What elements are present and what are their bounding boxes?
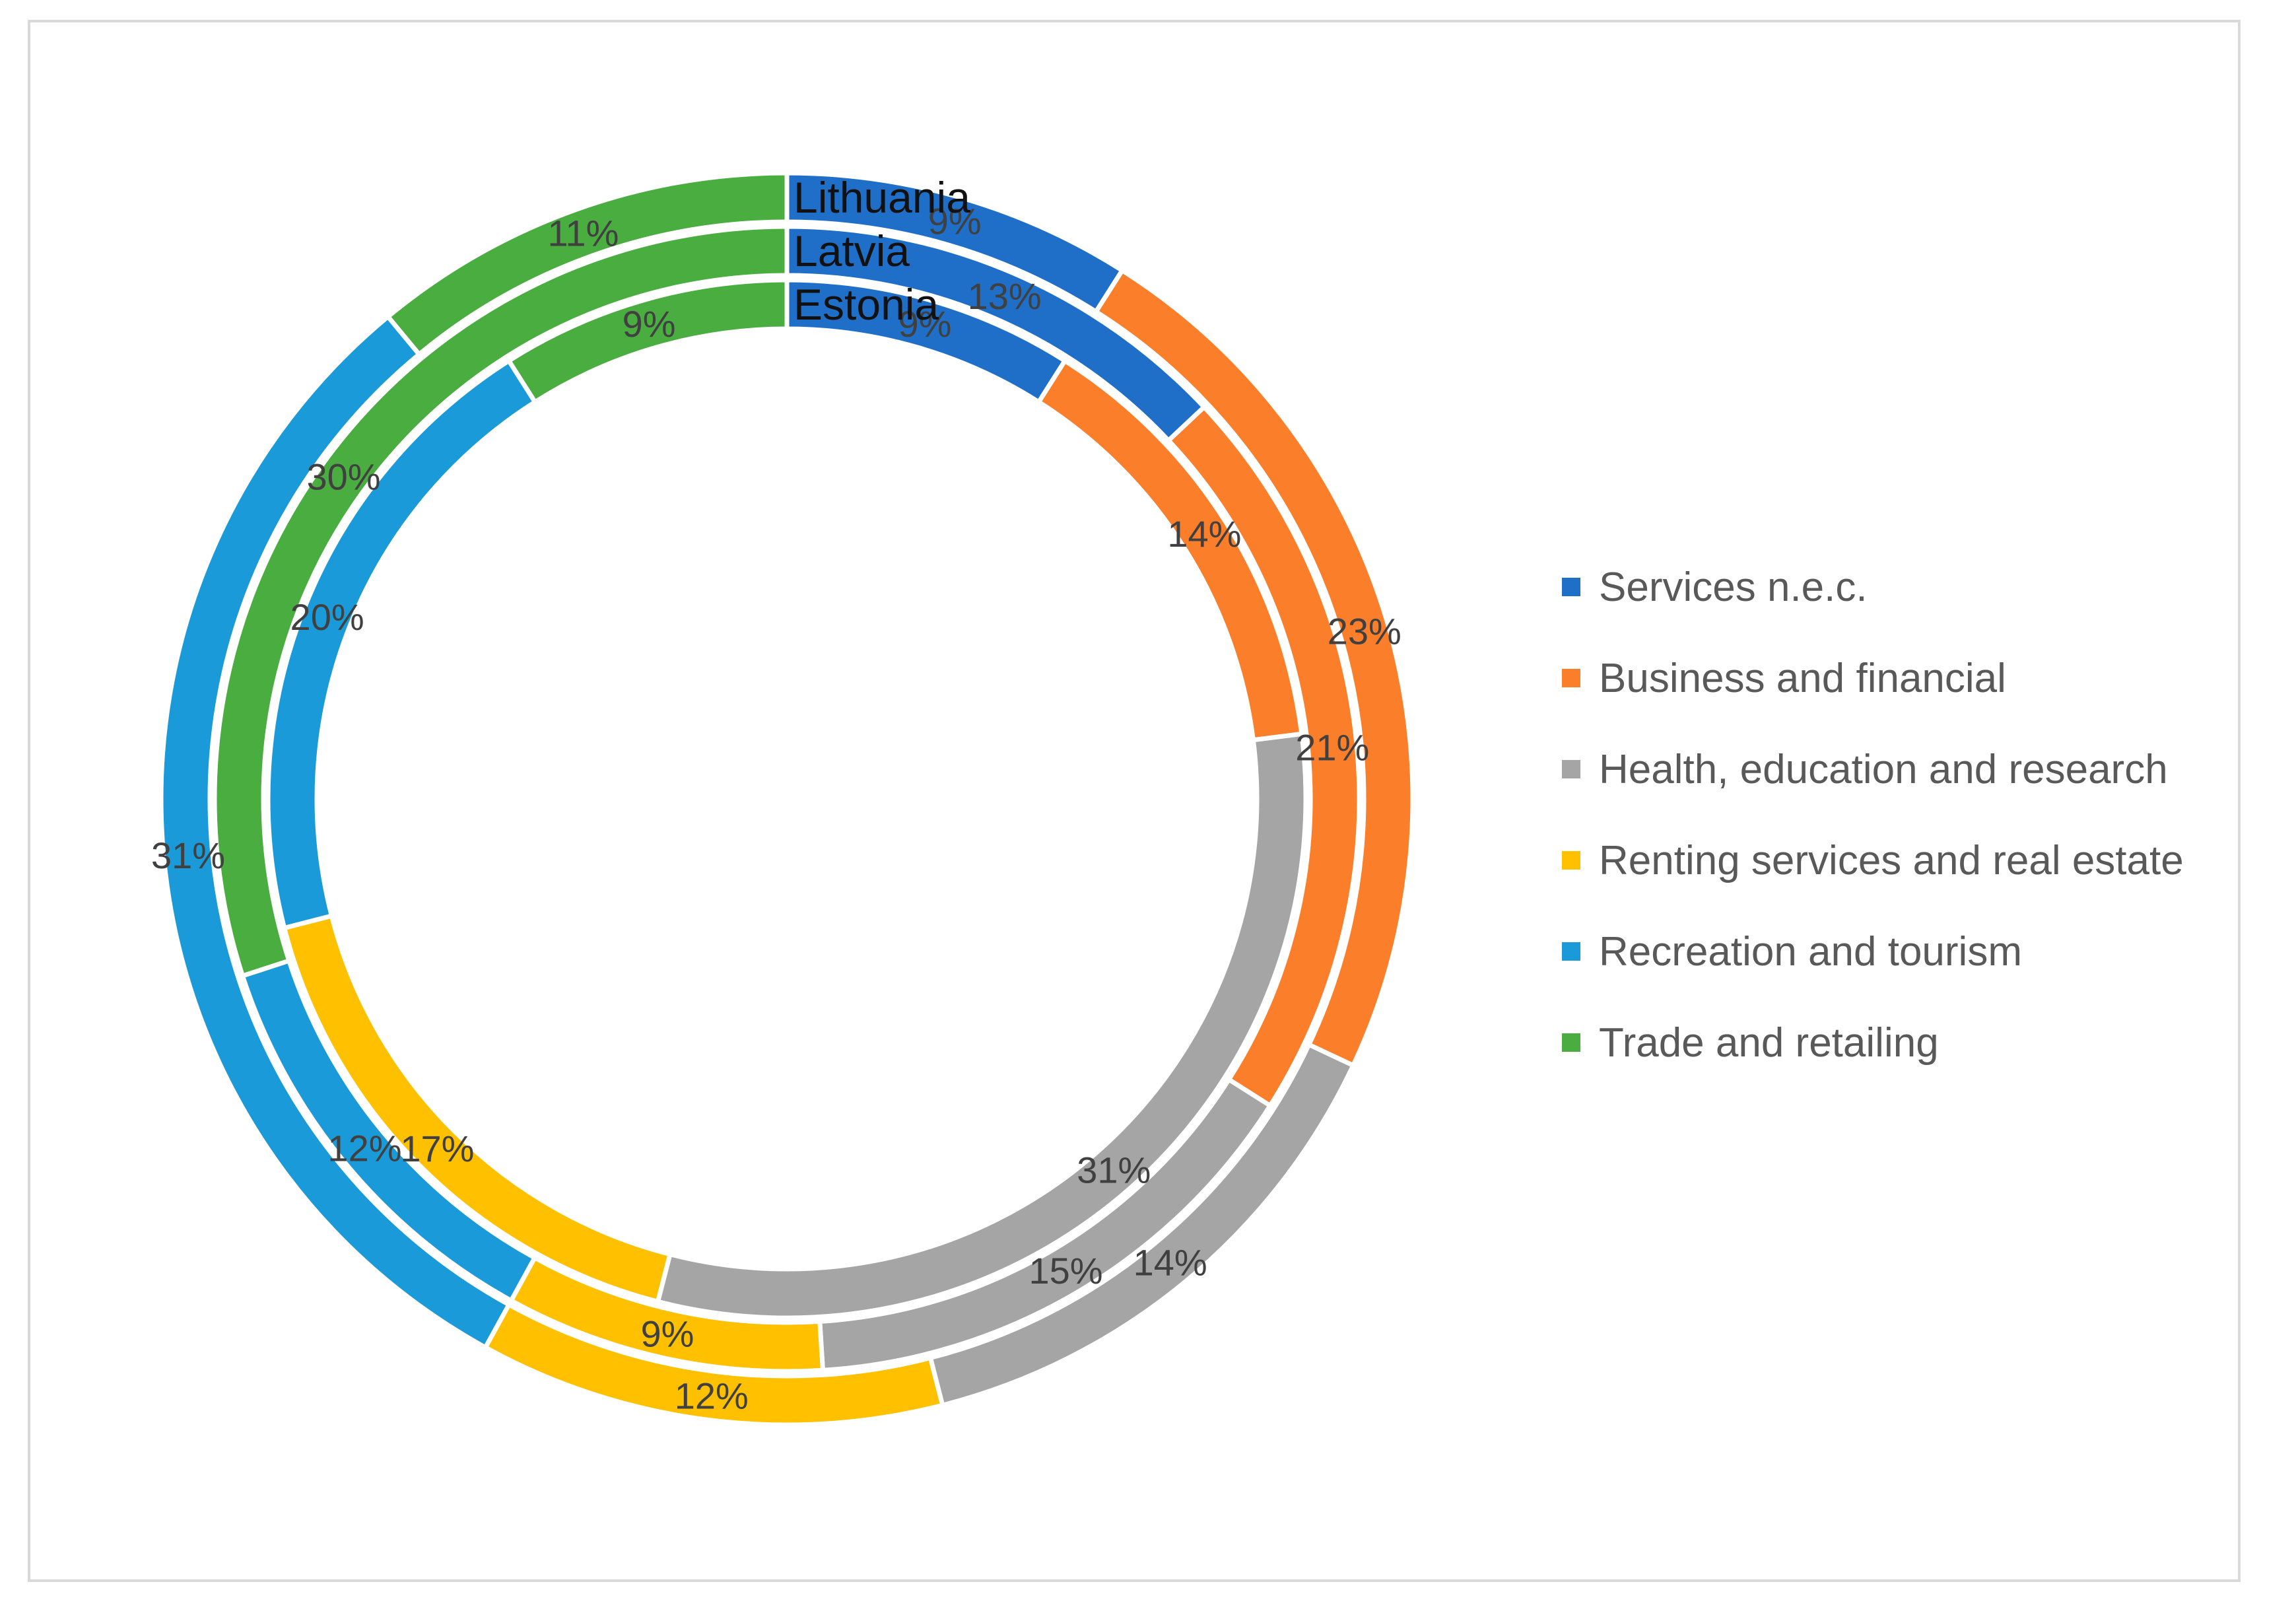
donut-segment-estonia-5 — [506, 277, 790, 405]
pct-label-estonia-4: 20% — [290, 596, 364, 638]
legend-swatch-trade — [1562, 1033, 1580, 1052]
pct-label-latvia-5: 30% — [306, 456, 380, 498]
legend-swatch-renting — [1562, 851, 1580, 870]
pct-label-estonia-5: 9% — [623, 303, 676, 345]
pct-label-estonia-0: 9% — [898, 303, 951, 345]
legend-label: Trade and retailing — [1599, 1019, 1939, 1066]
donut-segment-latvia-5 — [212, 224, 790, 979]
pct-label-latvia-4: 12% — [327, 1128, 401, 1169]
legend-label: Renting services and real estate — [1599, 837, 2184, 883]
legend-item-recreation: Recreation and tourism — [1562, 906, 2184, 997]
legend-swatch-recreation — [1562, 942, 1580, 961]
legend-label: Business and financial — [1599, 655, 2006, 701]
pct-label-lithuania-1: 23% — [1328, 610, 1401, 652]
legend-swatch-health — [1562, 760, 1580, 778]
ring-name-latvia: Latvia — [793, 226, 910, 275]
pct-label-lithuania-2: 14% — [1133, 1241, 1207, 1283]
legend-swatch-business — [1562, 669, 1580, 687]
pct-label-latvia-3: 9% — [640, 1313, 694, 1355]
legend-item-services: Services n.e.c. — [1562, 541, 2184, 633]
legend: Services n.e.c. Business and financial H… — [1562, 541, 2184, 1088]
donut-segment-lithuania-5 — [384, 170, 790, 358]
pct-label-latvia-1: 21% — [1295, 726, 1369, 768]
pct-label-latvia-2: 15% — [1029, 1250, 1102, 1291]
percentage-labels: 9% 14% 31% 17% 20% 9% 13% 21% 15% 9% 12% 30% 9% 23% 14… — [151, 201, 1401, 1417]
ring-name-lithuania: Lithuania — [793, 173, 970, 222]
pct-label-lithuania-3: 12% — [675, 1375, 749, 1416]
legend-label: Health, education and research — [1599, 746, 2168, 792]
pct-label-lithuania-4: 31% — [151, 835, 225, 876]
legend-label: Services n.e.c. — [1599, 564, 1868, 610]
pct-label-latvia-0: 13% — [968, 275, 1042, 317]
legend-label: Recreation and tourism — [1599, 928, 2022, 975]
pct-label-estonia-1: 14% — [1167, 513, 1241, 555]
pct-label-estonia-3: 17% — [400, 1128, 474, 1169]
donut-rings — [158, 170, 1415, 1428]
legend-swatch-services — [1562, 578, 1580, 596]
ring-name-estonia: Estonia — [793, 280, 939, 329]
pct-label-estonia-2: 31% — [1077, 1149, 1151, 1190]
legend-item-health: Health, education and research — [1562, 724, 2184, 815]
legend-item-trade: Trade and retailing — [1562, 997, 2184, 1088]
pct-label-lithuania-0: 9% — [928, 201, 982, 242]
legend-item-renting: Renting services and real estate — [1562, 815, 2184, 906]
pct-label-lithuania-5: 11% — [547, 212, 619, 254]
legend-item-business: Business and financial — [1562, 633, 2184, 724]
